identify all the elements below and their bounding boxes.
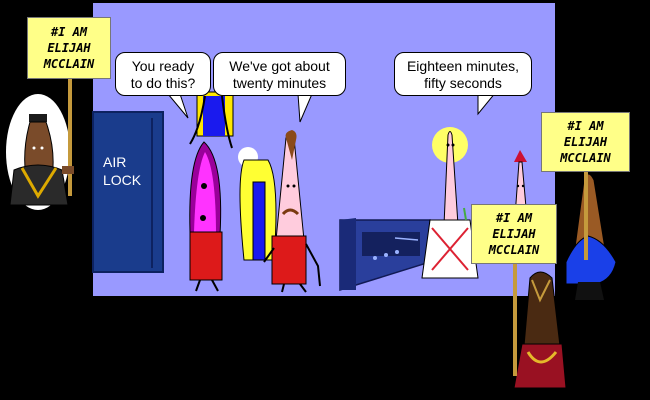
speech-bubble-1: You ready to do this? — [115, 52, 211, 96]
speech-bubble-3: Eighteen minutes, fifty seconds — [394, 52, 532, 96]
airlock-door — [92, 111, 164, 273]
character-white-dress — [421, 127, 479, 279]
protester-bottom — [513, 260, 567, 389]
protest-sign-bottom: #I AM ELIJAH MCCLAIN — [471, 204, 557, 264]
protest-sign-left: #I AM ELIJAH MCCLAIN — [27, 17, 111, 79]
airlock-label: AIR LOCK — [103, 154, 142, 188]
protester-left — [6, 60, 74, 210]
protester-right — [565, 166, 617, 300]
character-blonde — [238, 147, 277, 261]
protest-sign-right: #I AM ELIJAH MCCLAIN — [541, 112, 630, 172]
character-magenta — [189, 91, 234, 292]
speech-bubble-2: We've got about twenty minutes — [213, 52, 346, 96]
character-red-shirt — [263, 130, 321, 293]
